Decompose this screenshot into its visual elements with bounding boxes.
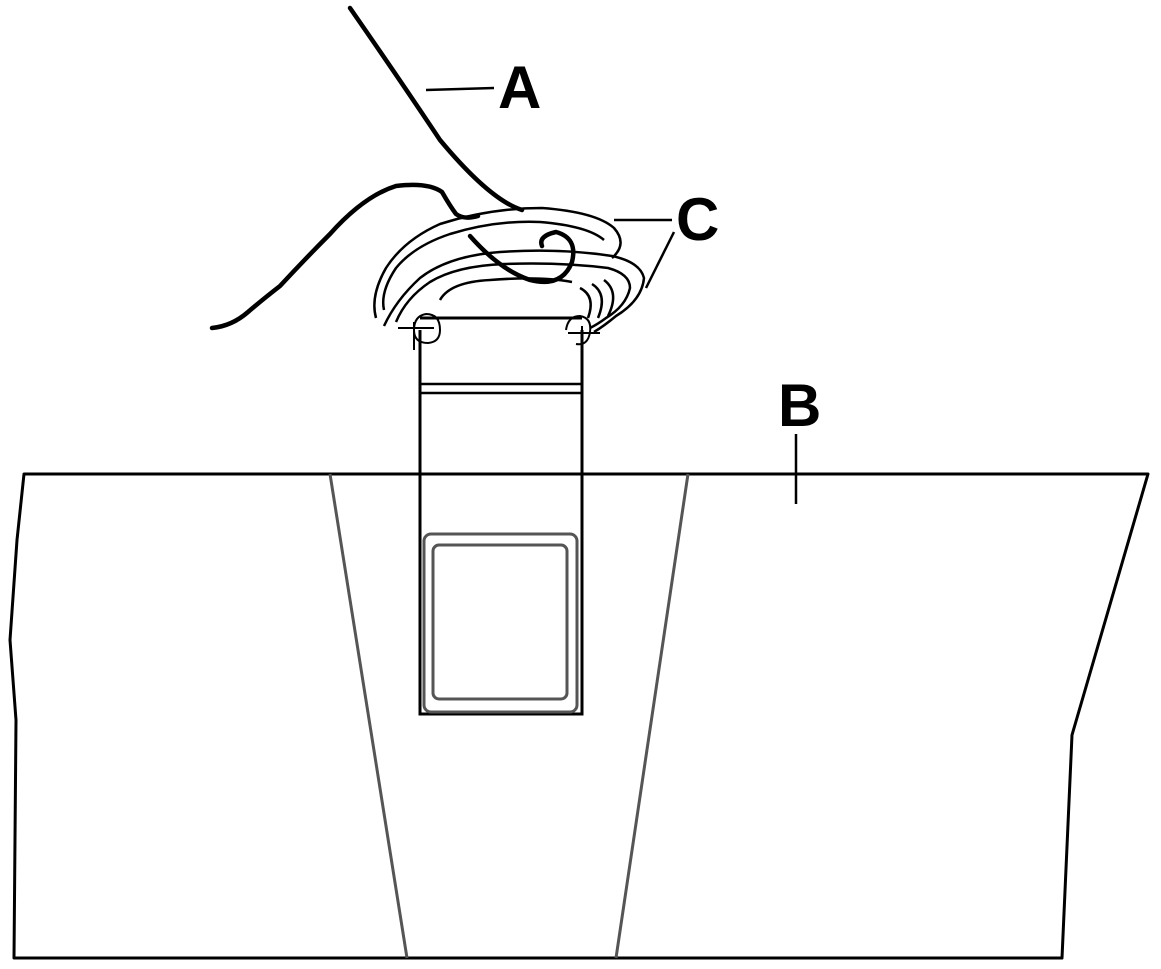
hook-outer-top	[373, 206, 622, 319]
cord-left	[209, 182, 481, 331]
hook-inner-lower	[394, 262, 632, 330]
tether-strap	[418, 316, 584, 716]
seat-body	[8, 472, 1150, 960]
cord-through-hook	[467, 229, 576, 285]
hook-outer-lower	[382, 249, 646, 334]
hook-prong-2	[591, 282, 604, 319]
tether-cord	[209, 5, 576, 331]
strap-label-outer	[422, 532, 579, 714]
leader-c-lower	[644, 231, 676, 289]
hook-prong-3	[603, 279, 615, 317]
leader-lines	[425, 86, 798, 504]
center-panel-seams	[328, 473, 690, 959]
left-seam	[328, 473, 409, 959]
callout-label-b: B	[778, 372, 822, 439]
right-strap-loop	[565, 314, 592, 346]
strap-label-inner	[431, 543, 569, 701]
strap-outline	[418, 330, 584, 716]
hook-inner-top	[382, 220, 605, 311]
callout-label-a: A	[498, 54, 542, 121]
left-strap-loop	[413, 312, 442, 345]
hook-prong-1	[579, 286, 592, 319]
seat-outline	[8, 472, 1150, 960]
right-seam	[614, 473, 690, 959]
anchor-hook	[373, 206, 646, 334]
strap-loops	[398, 312, 600, 352]
leader-a	[425, 86, 495, 92]
cord-upper	[347, 5, 525, 213]
callout-label-c: C	[676, 186, 720, 253]
